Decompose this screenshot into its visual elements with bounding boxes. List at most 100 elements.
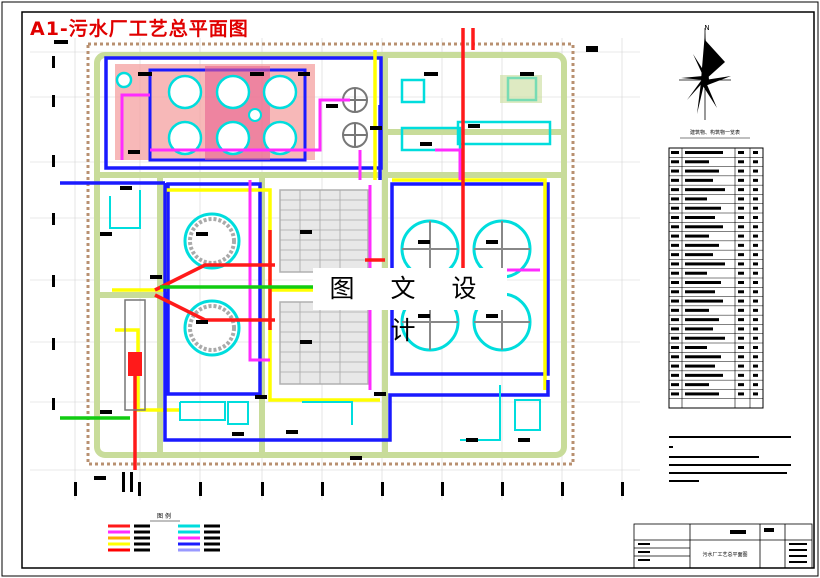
table-cell xyxy=(671,271,679,275)
table-cell xyxy=(753,392,758,396)
table-cell xyxy=(738,234,744,238)
table-cell xyxy=(671,308,679,312)
north-arrow-wind-rose xyxy=(679,28,731,120)
table-cell xyxy=(753,225,758,229)
coordinate-labels-bottom xyxy=(74,472,624,496)
site-boundary xyxy=(86,42,575,466)
table-cell xyxy=(738,253,744,257)
basin-baffles xyxy=(280,190,368,384)
table-cell xyxy=(685,234,709,238)
table-cell xyxy=(685,383,709,387)
table-cell xyxy=(671,318,679,322)
table-cell xyxy=(685,318,719,322)
table-cell xyxy=(753,373,758,377)
table-cell xyxy=(753,327,758,331)
table-cell xyxy=(685,262,725,266)
table-cell xyxy=(738,243,744,247)
table-cell xyxy=(753,271,758,275)
table-cell xyxy=(671,234,679,238)
table-cell xyxy=(671,197,679,201)
title-block-fills xyxy=(638,528,807,563)
table-cell xyxy=(671,383,679,387)
table-cell xyxy=(753,262,758,266)
table-cell xyxy=(738,160,744,164)
west-clarifier-zone xyxy=(166,182,262,396)
table-cell xyxy=(738,225,744,229)
table-cell xyxy=(685,206,721,210)
table-cell xyxy=(685,243,719,247)
legend-label xyxy=(134,548,150,552)
basin-east xyxy=(279,301,369,385)
equipment-outline xyxy=(124,299,146,411)
table-cell xyxy=(685,160,709,164)
table-cell xyxy=(685,346,707,349)
legend-label xyxy=(204,542,220,546)
table-cell xyxy=(753,151,758,154)
table-cell xyxy=(738,318,744,322)
table-cell xyxy=(671,160,679,164)
table-cell xyxy=(738,308,744,312)
table-cell xyxy=(685,271,707,275)
annotation-tags xyxy=(54,40,598,480)
table-cell xyxy=(671,392,679,396)
legend-label xyxy=(204,530,220,534)
watermark-text: 图 文 设 计 xyxy=(313,268,507,345)
legend-swatches xyxy=(108,524,220,552)
table-cell xyxy=(753,169,758,173)
legend-label xyxy=(134,530,150,534)
table-cell xyxy=(753,346,758,349)
table-cell xyxy=(671,364,679,368)
legend-label xyxy=(134,542,150,546)
table-cell xyxy=(738,392,744,396)
coordinate-labels-left xyxy=(52,56,55,410)
table-cell xyxy=(753,290,758,294)
table-cell xyxy=(753,234,758,238)
table-cell xyxy=(671,151,679,154)
north-label: N xyxy=(704,24,709,32)
table-cell xyxy=(738,355,744,359)
table-cell xyxy=(671,253,679,257)
table-cell xyxy=(738,383,744,387)
notes-block xyxy=(669,436,791,482)
table-cell xyxy=(685,216,715,219)
table-cell xyxy=(738,327,744,331)
table-cell xyxy=(685,197,707,201)
table-cell xyxy=(738,151,744,154)
table-cell xyxy=(671,178,679,182)
table-cell xyxy=(753,160,758,164)
table-cell xyxy=(671,169,679,173)
table-cell xyxy=(685,290,715,294)
table-cell xyxy=(753,216,758,219)
table-cell xyxy=(738,188,744,192)
table-cell xyxy=(738,271,744,275)
table-cell xyxy=(738,290,744,294)
table-cell xyxy=(685,327,713,331)
legend-label xyxy=(204,524,220,528)
table-cell xyxy=(685,151,723,154)
table-cell xyxy=(685,355,721,359)
table-cell xyxy=(753,318,758,322)
table-cell xyxy=(753,355,758,359)
table-cell xyxy=(753,206,758,210)
table-cell xyxy=(671,355,679,359)
table-cell xyxy=(753,178,758,182)
blue-pipes xyxy=(60,105,550,442)
table-cell xyxy=(753,364,758,368)
green-pipes xyxy=(60,285,320,420)
table-cell xyxy=(738,262,744,266)
table-cell xyxy=(671,188,679,192)
table-cell xyxy=(671,290,679,294)
west-clarifiers xyxy=(183,212,241,357)
table-cell xyxy=(671,327,679,331)
legend-title: 图 例 xyxy=(157,512,171,520)
central-distribution-well xyxy=(248,108,262,122)
table-cell xyxy=(671,243,679,247)
table-cell xyxy=(753,243,758,247)
table-cell xyxy=(753,197,758,201)
table-cell xyxy=(671,373,679,377)
table-cell xyxy=(753,308,758,312)
basin-west xyxy=(279,189,369,273)
table-cell xyxy=(685,253,713,257)
